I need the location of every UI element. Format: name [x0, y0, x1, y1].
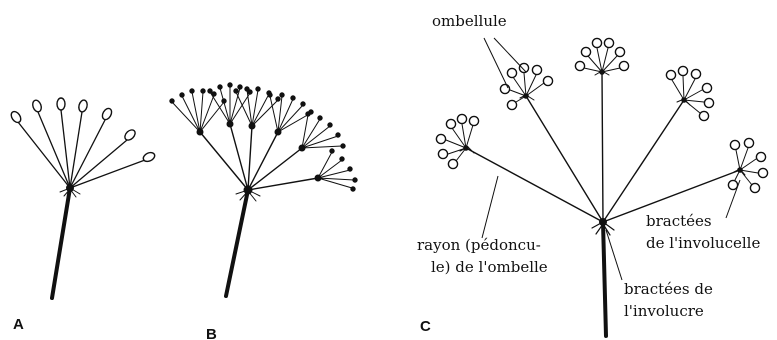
leader-ombellule-1 [484, 38, 508, 88]
label-rayon-line1: rayon (pédoncu- [417, 236, 541, 254]
figure-c-umbellet [728, 138, 767, 192]
figure-c-umbellet [500, 63, 552, 109]
figure-c-umbellet [436, 114, 478, 168]
figure-a-flowers [9, 98, 156, 163]
figure-b-compound-umbel [170, 83, 357, 296]
figure-c-umbellet [666, 66, 713, 120]
figure-c-peduncle [603, 222, 606, 336]
figure-a-flower [142, 151, 156, 163]
label-bractees-line2: l'involucre [624, 302, 704, 320]
panel-label-a: A [13, 316, 24, 333]
figure-c-umbellet [575, 38, 628, 75]
figure-b-peduncle [226, 190, 248, 296]
label-bracteoles-line1: bractées [646, 212, 712, 230]
label-bracteoles-line2: de l'involucelle [646, 234, 760, 252]
figure-c-rays [466, 72, 740, 222]
label-rayon-line2: le) de l'ombelle [431, 258, 548, 276]
panel-label-c: C [420, 318, 431, 335]
figure-a-simple-umbel [9, 98, 156, 298]
figure-a-flower [78, 99, 89, 113]
figure-a-peduncle [52, 188, 70, 298]
figure-b-rays [200, 124, 318, 190]
figure-a-flower [57, 98, 65, 110]
figure-a-flower [9, 110, 22, 124]
label-bractees-line1: bractées de [624, 280, 713, 298]
figure-a-flower [31, 99, 43, 113]
figure-a-rays [18, 110, 145, 188]
figure-a-flower [101, 107, 114, 121]
figure-c-labelled-umbel [436, 38, 767, 336]
panel-label-b: B [206, 326, 217, 340]
leader-ombellule-2 [494, 38, 526, 72]
leader-rayon [482, 176, 498, 238]
leader-bractees [606, 230, 622, 280]
figure-b-umbellets [170, 83, 357, 191]
figure-a-flower [123, 128, 137, 142]
label-ombellule: ombellule [432, 12, 507, 30]
